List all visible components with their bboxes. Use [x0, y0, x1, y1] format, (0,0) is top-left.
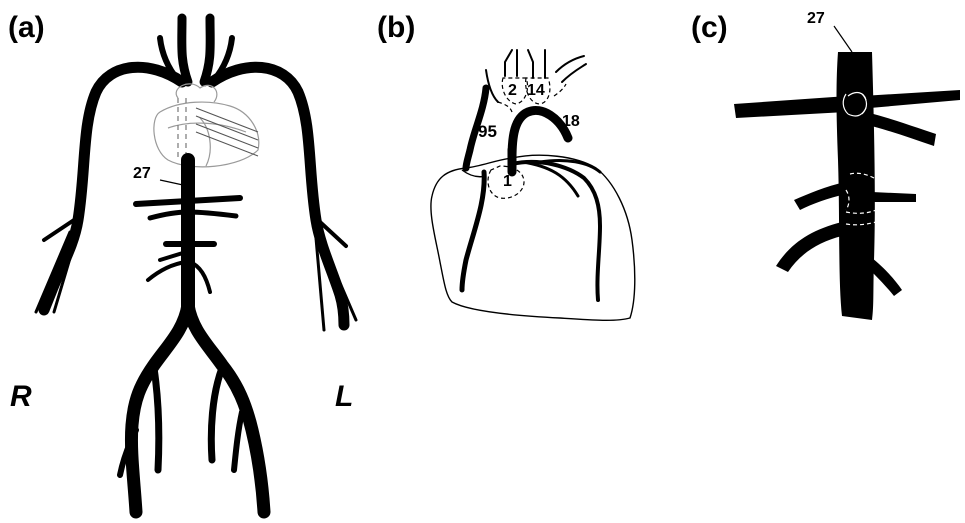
- marker-27-leader: [160, 180, 183, 185]
- lumbar-branch-right-2: [148, 262, 186, 280]
- panel-a-label: (a): [8, 11, 45, 44]
- left-coronary: [512, 162, 600, 300]
- neck-vessel-left: [204, 18, 210, 82]
- upper-right-lower-branch: [864, 112, 936, 146]
- marker-27-leader-c: [834, 26, 852, 52]
- panel-a: (a): [8, 11, 356, 512]
- circumflex-branch: [522, 162, 578, 196]
- aortic-arch: [512, 110, 568, 158]
- middle-left-branch: [794, 182, 846, 210]
- right-internal-iliac: [154, 368, 159, 470]
- lower-left-branch: [776, 222, 842, 272]
- heart-outline: [431, 155, 635, 320]
- left-femoral-branch: [234, 412, 242, 470]
- segment-95-label: 95: [478, 122, 497, 141]
- right-coronary: [462, 172, 484, 290]
- segment-18-label: 18: [562, 113, 580, 130]
- right-side-label: R: [10, 380, 32, 413]
- marker-27-label-c: 27: [807, 10, 825, 27]
- segment-2-label: 2: [508, 82, 517, 99]
- head-vessel-2: [528, 50, 545, 78]
- left-arm-branch-2: [318, 232, 356, 320]
- middle-right-branch: [872, 192, 916, 202]
- neck-vessel-right: [182, 18, 188, 82]
- left-iliac: [188, 305, 264, 512]
- panel-c: (c) 27: [691, 10, 960, 320]
- segment-1-label: 1: [503, 173, 512, 190]
- marker-27-label: 27: [133, 165, 151, 182]
- panel-c-label: (c): [691, 11, 728, 44]
- head-vessel-3: [556, 56, 586, 82]
- lower-right-branch: [870, 258, 902, 296]
- upper-right-branch: [862, 90, 960, 108]
- left-internal-iliac: [211, 368, 222, 460]
- left-side-label: L: [335, 380, 353, 413]
- renal-branch-upper: [136, 198, 240, 204]
- head-vessel-1: [505, 50, 517, 76]
- segment-14-label: 14: [527, 82, 545, 99]
- panel-b: (b) 2 14 95 18 1: [377, 11, 635, 320]
- heart-sketch: [154, 84, 259, 167]
- panel-b-label: (b): [377, 11, 415, 44]
